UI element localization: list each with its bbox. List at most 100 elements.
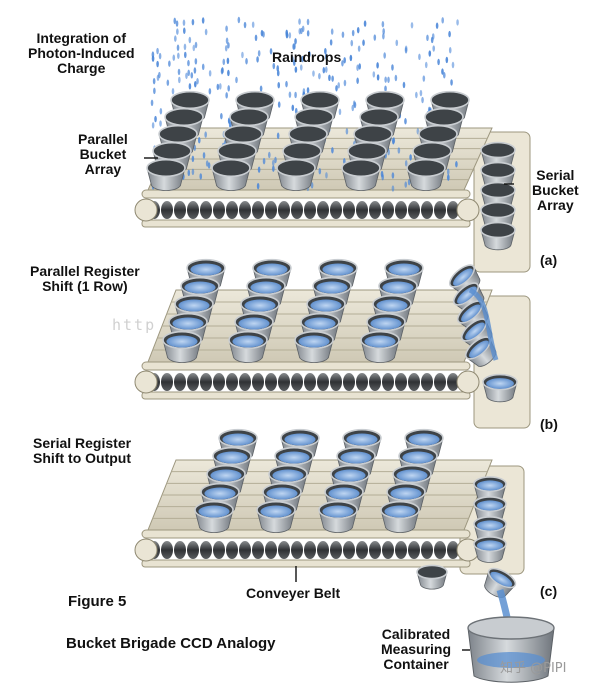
- raindrop: [441, 68, 444, 75]
- water: [266, 487, 298, 500]
- raindrop: [293, 43, 296, 50]
- raindrop: [338, 108, 342, 116]
- water: [334, 469, 366, 482]
- raindrop: [174, 35, 177, 42]
- watermark-url: http: [112, 316, 157, 334]
- water: [388, 263, 420, 276]
- raindrop: [382, 33, 385, 40]
- bucket: [360, 330, 400, 363]
- raindrop: [318, 72, 321, 80]
- raindrop: [426, 34, 429, 42]
- bucket: [162, 330, 202, 363]
- label-serial-bucket-array: Serial Bucket Array: [532, 167, 579, 213]
- roller: [174, 541, 186, 559]
- raindrop: [419, 89, 423, 97]
- raindrop: [356, 64, 359, 71]
- raindrop: [345, 128, 349, 135]
- raindrop: [199, 173, 203, 180]
- end-roller: [456, 198, 480, 222]
- water: [204, 487, 236, 500]
- raindrop: [285, 29, 289, 37]
- raindrop: [191, 18, 195, 26]
- raindrop: [358, 63, 361, 70]
- raindrop: [328, 74, 331, 82]
- raindrop: [256, 56, 259, 63]
- container-rim: [467, 616, 555, 640]
- raindrop: [194, 41, 198, 49]
- raindrop: [391, 185, 395, 192]
- label-parallel-bucket-array: Parallel Bucket Array: [78, 131, 128, 177]
- raindrop: [269, 48, 273, 55]
- label-serial-register-shift: Serial Register Shift to Output: [33, 435, 132, 466]
- raindrop: [152, 77, 156, 85]
- bucket: [294, 330, 334, 363]
- raindrop: [241, 51, 244, 59]
- raindrop: [341, 60, 344, 67]
- label-raindrops: Raindrops: [272, 49, 342, 65]
- raindrop: [197, 137, 201, 144]
- roller: [343, 373, 355, 391]
- raindrop: [447, 174, 450, 181]
- raindrop: [343, 57, 346, 64]
- raindrop: [156, 60, 159, 68]
- raindrop: [274, 156, 277, 164]
- raindrop: [331, 147, 334, 154]
- raindrop: [153, 87, 156, 95]
- raindrop: [430, 36, 434, 44]
- raindrop: [288, 32, 292, 39]
- roller: [278, 541, 290, 559]
- water: [384, 505, 416, 518]
- roller: [447, 373, 459, 391]
- bucket: [211, 158, 251, 191]
- label-panel-a: (a): [540, 252, 558, 268]
- bucket: [256, 500, 296, 533]
- roller: [187, 373, 199, 391]
- figure-caption: Bucket Brigade CCD Analogy: [66, 635, 276, 652]
- raindrop: [207, 162, 211, 169]
- raindrop: [277, 101, 281, 108]
- raindrop: [292, 59, 296, 66]
- raindrop: [404, 181, 408, 188]
- raindrop: [201, 63, 205, 71]
- raindrop: [187, 69, 190, 77]
- water: [184, 281, 216, 294]
- raindrop: [173, 17, 177, 25]
- raindrop: [380, 170, 384, 178]
- raindrop: [243, 21, 247, 29]
- belt-rail: [141, 189, 471, 199]
- roller: [382, 541, 394, 559]
- raindrop: [404, 118, 407, 125]
- roller: [356, 373, 368, 391]
- raindrop: [172, 54, 176, 61]
- raindrop: [357, 45, 361, 52]
- raindrop: [191, 168, 195, 176]
- raindrop: [381, 21, 385, 28]
- raindrop: [294, 91, 297, 99]
- roller: [239, 541, 251, 559]
- raindrop: [227, 42, 230, 49]
- roller: [317, 541, 329, 559]
- belt-rail: [141, 361, 471, 371]
- roller: [252, 541, 264, 559]
- belt-rail: [141, 529, 471, 539]
- water: [322, 505, 354, 518]
- raindrop: [391, 64, 394, 71]
- container-water: [477, 652, 545, 668]
- water: [250, 281, 282, 294]
- roller: [265, 373, 277, 391]
- raindrop: [441, 17, 444, 24]
- raindrop: [193, 67, 197, 74]
- bucket: [473, 536, 507, 563]
- raindrop: [254, 34, 258, 42]
- roller: [408, 541, 420, 559]
- raindrop: [382, 28, 385, 35]
- roller: [356, 541, 368, 559]
- raindrop: [194, 81, 197, 88]
- raindrop: [185, 72, 188, 79]
- water: [469, 340, 489, 358]
- raindrop: [268, 151, 271, 159]
- raindrop: [372, 71, 376, 78]
- raindrop: [306, 18, 310, 26]
- roller: [330, 541, 342, 559]
- roller: [200, 373, 212, 391]
